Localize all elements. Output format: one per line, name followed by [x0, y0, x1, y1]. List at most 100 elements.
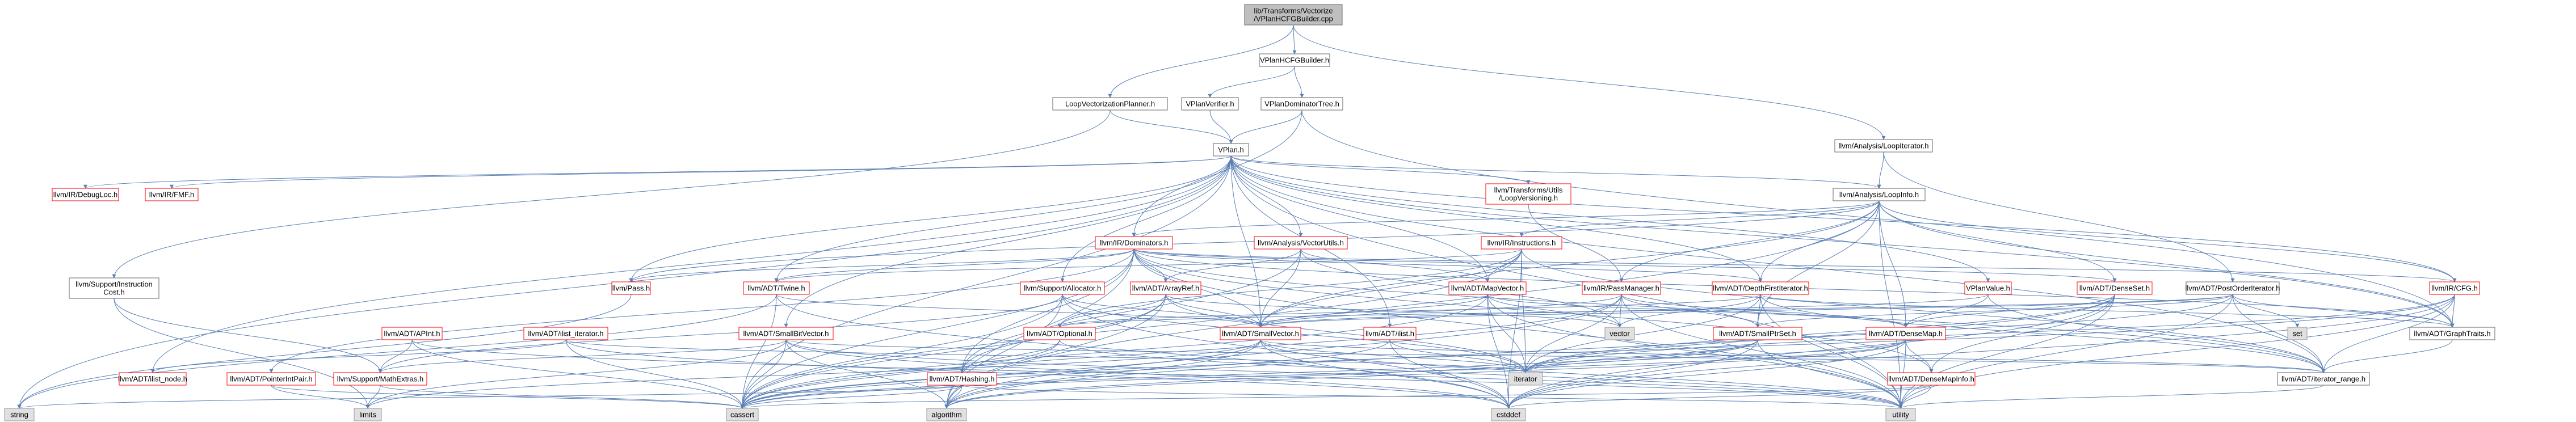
node-mathextras[interactable]: llvm/Support/MathExtras.h [333, 372, 427, 386]
node-pass[interactable]: llvm/Pass.h [611, 281, 651, 295]
edge-poiterator-to-iteratorrange [2232, 294, 2326, 373]
node-vectorutils[interactable]: llvm/Analysis/VectorUtils.h [1254, 236, 1348, 250]
node-smallbitvector[interactable]: llvm/ADT/SmallBitVector.h [738, 327, 834, 340]
node-box [1865, 327, 1946, 340]
node-label: llvm/Support/Instruction [75, 280, 153, 289]
node-loopiterator[interactable]: llvm/Analysis/LoopIterator.h [1834, 139, 1933, 153]
node-allocator[interactable]: llvm/Support/Allocator.h [1020, 281, 1105, 295]
node-mapvector[interactable]: llvm/ADT/MapVector.h [1448, 281, 1527, 295]
edge-dominators-to-cassert [740, 248, 1134, 409]
node-dominators[interactable]: llvm/IR/Dominators.h [1095, 236, 1173, 250]
edge-dominators-to-dfiterator [1133, 248, 1763, 282]
node-ilistiterator[interactable]: llvm/ADT/ilist_iterator.h [523, 327, 608, 340]
node-ilistnode[interactable]: llvm/ADT/ilist_node.h [118, 372, 187, 386]
edge-iteratorrange-to-utility [1898, 385, 2324, 409]
node-densemapinfo[interactable]: llvm/ADT/DenseMapInfo.h [1887, 372, 1976, 386]
node-box [52, 188, 119, 201]
node-ilist[interactable]: llvm/ADT/ilist.h [1363, 327, 1417, 340]
node-vplanhcfg[interactable]: VPlanHCFGBuilder.h [1259, 53, 1330, 67]
edge-hashing-to-utility [961, 385, 1902, 409]
node-denseset[interactable]: llvm/ADT/DenseSet.h [2077, 281, 2153, 295]
edge-vplan-to-fmf [170, 155, 1232, 189]
edge-arrayref-to-vector [1165, 294, 1622, 328]
node-cfg[interactable]: llvm/IR/CFG.h [2429, 281, 2480, 295]
node-box [1260, 97, 1343, 111]
node-label: llvm/ADT/Twine.h [747, 284, 805, 293]
node-graphtraits[interactable]: llvm/ADT/GraphTraits.h [2409, 327, 2495, 340]
node-box [2287, 327, 2308, 340]
node-densemap[interactable]: llvm/ADT/DenseMap.h [1865, 327, 1946, 340]
node-box [2186, 281, 2280, 295]
node-iterator: iterator [1508, 372, 1543, 386]
node-label: VPlanDominatorTree.h [1264, 100, 1339, 108]
node-poiterator[interactable]: llvm/ADT/PostOrderIterator.h [2186, 281, 2280, 295]
edge-lvp-to-vplan [1110, 109, 1233, 144]
node-box [1181, 97, 1239, 111]
edge-vplan-to-ilistnode [150, 155, 1232, 373]
edge-loopinfo-to-smallvector [1258, 200, 1880, 328]
node-debugloc[interactable]: llvm/IR/DebugLoc.h [52, 188, 119, 201]
node-arrayref[interactable]: llvm/ADT/ArrayRef.h [1130, 281, 1201, 295]
edge-vplanvalue-to-iteratorrange [1987, 294, 2326, 373]
node-label: utility [1892, 411, 1909, 419]
node-iteratorrange[interactable]: llvm/ADT/iterator_range.h [2277, 372, 2370, 386]
edge-ilistiterator-to-ilistnode [150, 339, 566, 373]
edge-mapvector-to-smallvector [1258, 294, 1488, 328]
node-cassert: cassert [726, 408, 759, 421]
node-twine[interactable]: llvm/ADT/Twine.h [743, 281, 810, 295]
edge-loopinfo-to-smallptrset [1755, 200, 1880, 328]
edge-loopinfo-to-graphtraits [1879, 200, 2455, 328]
edge-vplan-to-cassert [740, 155, 1232, 409]
edge-vplandomtree-to-graphtraits [1301, 109, 2455, 328]
edge-arrayref-to-smallvector [1165, 294, 1263, 328]
edge-arrayref-to-cassert [740, 294, 1166, 409]
node-hashing[interactable]: llvm/ADT/Hashing.h [927, 372, 997, 386]
node-label: llvm/Transforms/Utils [1494, 186, 1563, 195]
node-loopversioning[interactable]: llvm/Transforms/Utils/LoopVersioning.h [1485, 183, 1571, 205]
node-loopinfo[interactable]: llvm/Analysis/LoopInfo.h [1833, 188, 1926, 201]
node-vplanvalue[interactable]: VPlanValue.h [1964, 281, 2012, 295]
node-utility: utility [1885, 408, 1916, 421]
node-box [743, 281, 810, 295]
edge-loopinfo-to-algorithm [944, 200, 1880, 409]
node-box [2409, 327, 2495, 340]
edge-smallvector-to-limits [365, 339, 1261, 409]
node-label: string [10, 411, 28, 419]
node-vplan[interactable]: VPlan.h [1213, 143, 1249, 157]
edge-vplan-to-smallbitvector [784, 155, 1232, 328]
edge-densemap-to-algorithm [944, 339, 1906, 409]
node-label: VPlanHCFGBuilder.h [1260, 56, 1329, 65]
node-instructions[interactable]: llvm/IR/Instructions.h [1481, 236, 1562, 250]
node-dfiterator[interactable]: llvm/ADT/DepthFirstIterator.h [1712, 281, 1809, 295]
node-smallptrset[interactable]: llvm/ADT/SmallPtrSet.h [1713, 327, 1802, 340]
edge-dominators-to-pointerintpair [269, 248, 1134, 373]
node-box [1712, 281, 1809, 295]
node-box [1023, 327, 1096, 340]
node-label: Cost.h [103, 288, 125, 297]
node-pointerintpair[interactable]: llvm/ADT/PointerIntPair.h [226, 372, 316, 386]
node-box [1604, 327, 1635, 340]
node-box [1834, 139, 1933, 153]
node-smallvector[interactable]: llvm/ADT/SmallVector.h [1220, 327, 1301, 340]
node-passmanager[interactable]: llvm/IR/PassManager.h [1582, 281, 1661, 295]
node-root[interactable]: lib/Transforms/Vectorize/VPlanHCFGBuilde… [1244, 4, 1343, 26]
node-vplanverifier[interactable]: VPlanVerifier.h [1181, 97, 1239, 111]
edge-dominators-to-utility [1133, 248, 1903, 409]
node-label: llvm/ADT/DenseSet.h [2079, 284, 2150, 293]
node-optional[interactable]: llvm/ADT/Optional.h [1023, 327, 1096, 340]
edge-optional-to-hashing [960, 339, 1060, 373]
edge-allocator-to-algorithm [944, 294, 1063, 409]
node-box [1130, 281, 1201, 295]
edge-instructions-to-smallvector [1258, 248, 1522, 328]
node-apint[interactable]: llvm/ADT/APInt.h [381, 327, 443, 340]
node-fmf[interactable]: llvm/IR/FMF.h [145, 188, 199, 201]
node-label: limits [359, 411, 376, 419]
edge-vplan-to-debugloc [83, 155, 1232, 189]
edge-densemap-to-cstddef [1506, 339, 1906, 409]
node-vplandomtree[interactable]: VPlanDominatorTree.h [1260, 97, 1343, 111]
edge-loopiterator-to-loopinfo [1877, 151, 1884, 189]
edge-denseset-to-densemap [1903, 294, 2115, 328]
node-lvp[interactable]: LoopVectorizationPlanner.h [1052, 97, 1168, 111]
node-label: llvm/IR/PassManager.h [1583, 284, 1659, 293]
